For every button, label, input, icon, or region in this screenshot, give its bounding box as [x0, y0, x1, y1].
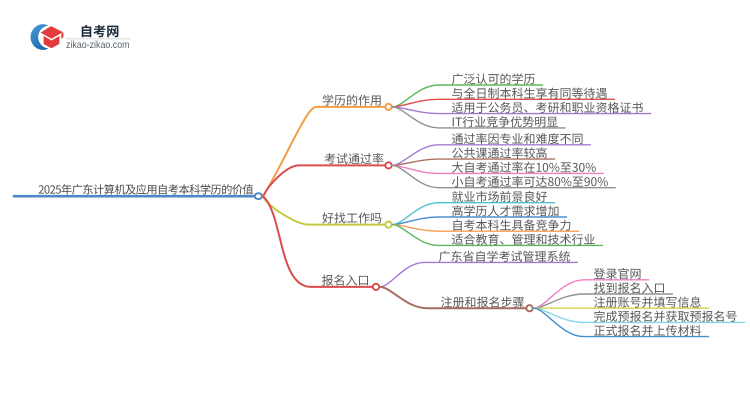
svg-text:zikao-zikao.com: zikao-zikao.com [66, 39, 130, 51]
